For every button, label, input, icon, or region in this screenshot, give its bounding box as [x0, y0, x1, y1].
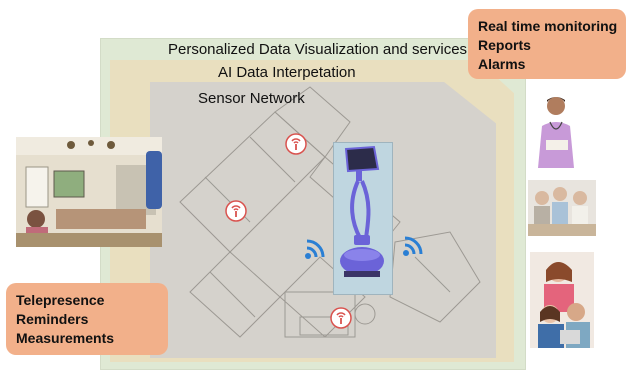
inner-layer-panel [150, 82, 496, 358]
living-room-photo [16, 137, 162, 247]
telepresence-callout: Telepresence Reminders Measurements [6, 283, 168, 355]
outer-layer-label: Personalized Data Visualization and serv… [168, 41, 468, 58]
callout-line: Telepresence [16, 292, 105, 308]
middle-layer-label: AI Data Interpetation [218, 64, 356, 81]
sensor-icon [285, 133, 307, 155]
callout-line: Real time monitoring [478, 18, 618, 34]
nurse-photo [528, 92, 584, 168]
inner-layer-label: Sensor Network [198, 90, 305, 107]
floor-plan-diagram [179, 86, 481, 338]
telepresence-robot-panel [333, 142, 393, 295]
wifi-icon [403, 236, 423, 256]
wifi-icon [305, 239, 325, 259]
telepresence-robot-icon [340, 145, 384, 277]
elderly-group-photo [528, 180, 596, 236]
sensor-icon [330, 307, 352, 329]
callout-line: Reminders [16, 311, 89, 327]
callout-line: Measurements [16, 330, 115, 346]
monitoring-callout: Real time monitoring Reports Alarms [468, 9, 626, 79]
sensor-icon [225, 200, 247, 222]
family-photo [530, 252, 594, 348]
callout-line: Reports [478, 37, 531, 53]
callout-line: Alarms [478, 56, 526, 72]
